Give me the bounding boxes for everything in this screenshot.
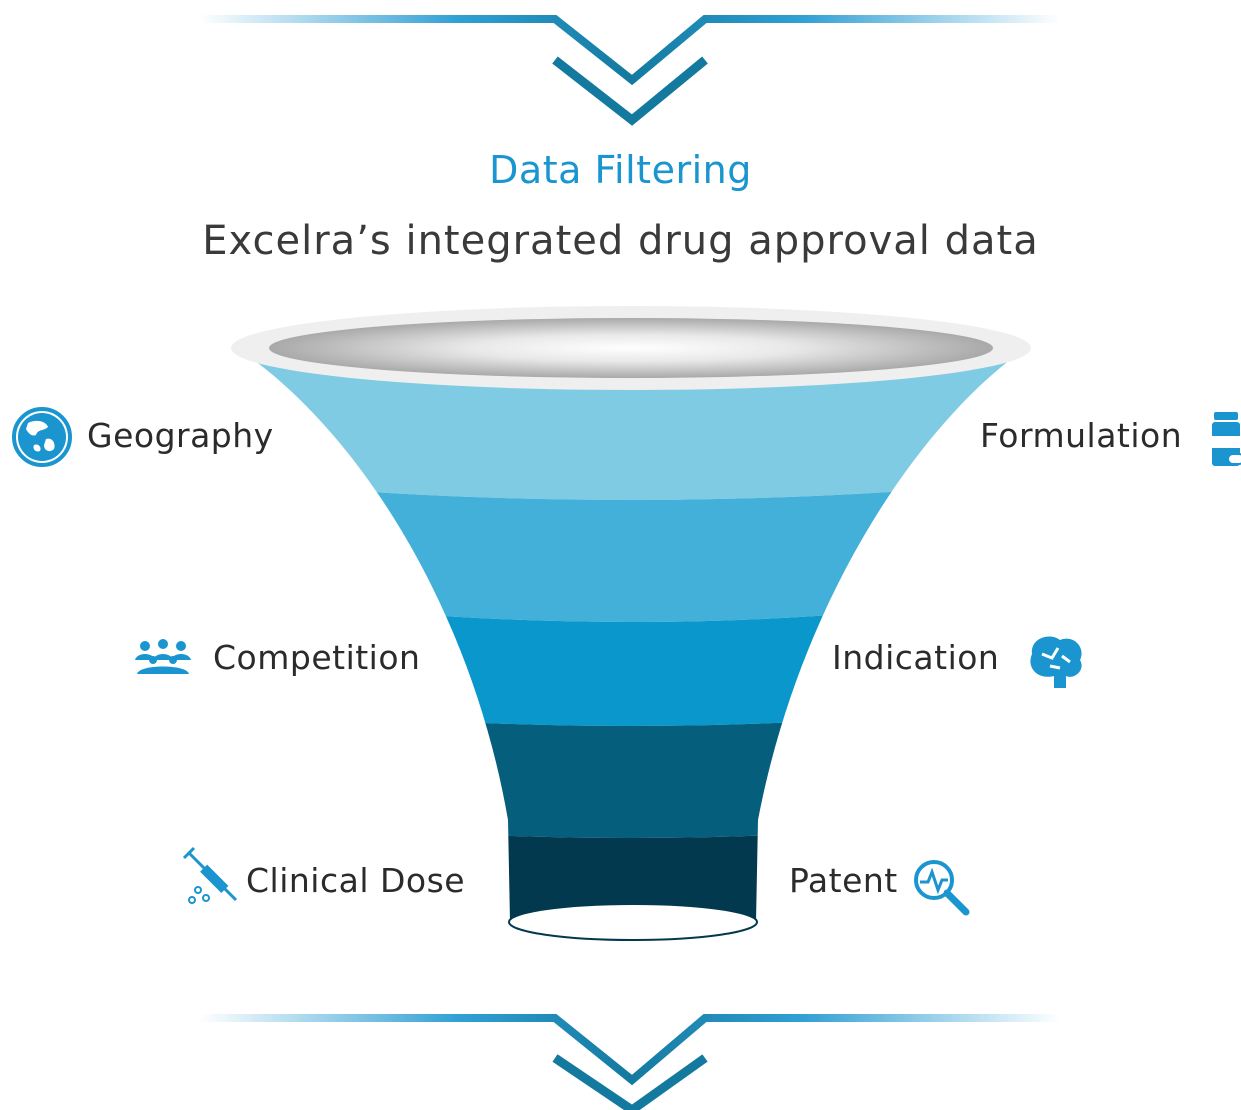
syringe-icon [182, 846, 238, 904]
funnel-layers [232, 345, 1030, 922]
top-divider [200, 15, 1060, 126]
page-title: Data Filtering [489, 148, 752, 192]
bottom-divider [200, 1014, 1060, 1110]
label-competition: Competition [213, 638, 421, 677]
brain-icon [1030, 636, 1082, 688]
chevron-down-icon [552, 56, 708, 126]
chevron-down-icon [552, 1054, 708, 1110]
label-geography: Geography [87, 416, 274, 455]
medicine-bottle-icon [1212, 412, 1241, 466]
funnel-bottom-opening [508, 903, 758, 941]
label-clinical-dose: Clinical Dose [246, 861, 466, 900]
page-subtitle: Excelra’s integrated drug approval data [202, 218, 1039, 264]
globe-icon [12, 407, 72, 467]
magnifier-pulse-icon [914, 860, 970, 916]
label-formulation: Formulation [980, 416, 1183, 455]
people-group-icon [135, 639, 191, 674]
label-indication: Indication [832, 638, 1000, 677]
label-patent: Patent [789, 861, 898, 900]
funnel-mouth [269, 318, 993, 378]
